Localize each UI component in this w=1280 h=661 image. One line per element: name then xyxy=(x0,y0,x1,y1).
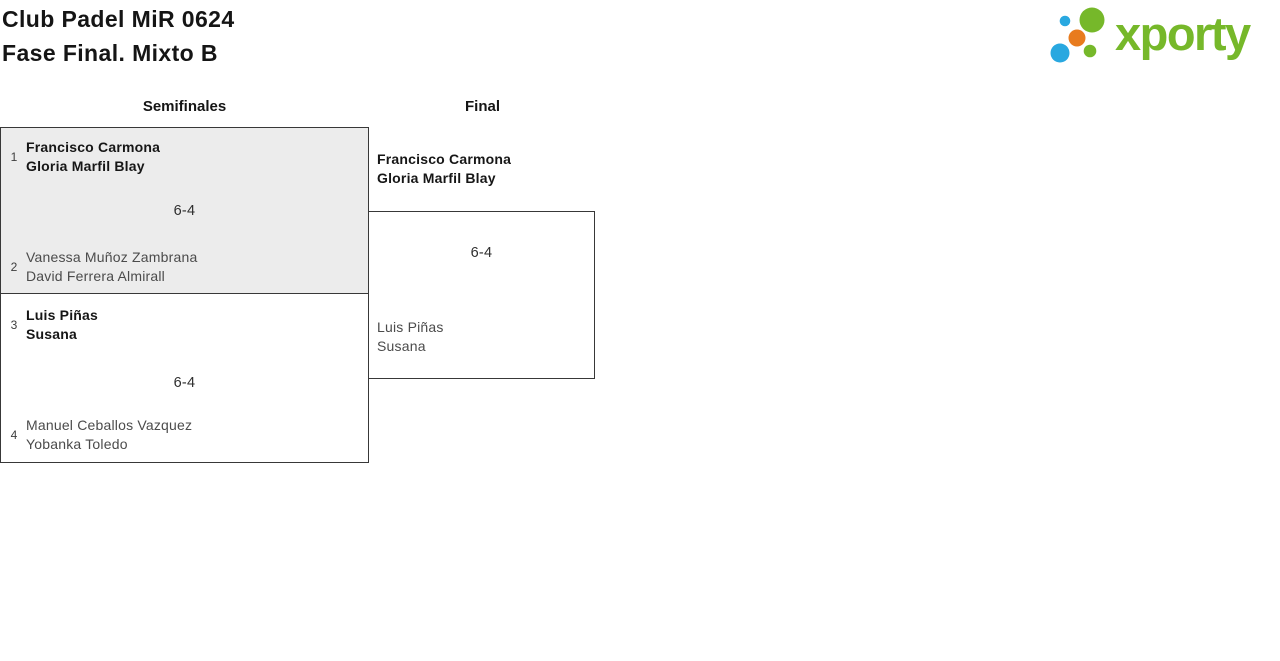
xporty-logo-text: xporty xyxy=(1115,7,1251,60)
player-name: Manuel Ceballos Vazquez xyxy=(26,417,193,433)
participant-sf1-top: 1 Francisco Carmona Gloria Marfil Blay xyxy=(5,138,160,176)
participant-sf2-bottom: 4 Manuel Ceballos Vazquez Yobanka Toledo xyxy=(5,416,192,454)
player-name: Susana xyxy=(377,338,426,354)
match-semifinal-1[interactable]: 1 Francisco Carmona Gloria Marfil Blay 6… xyxy=(0,127,369,294)
seed-number: 3 xyxy=(10,318,18,332)
pair-names-winner: Luis Piñas Susana xyxy=(26,306,98,344)
player-name: Gloria Marfil Blay xyxy=(377,170,496,186)
pair-names-loser: Manuel Ceballos Vazquez Yobanka Toledo xyxy=(26,416,192,454)
xporty-logo[interactable]: xporty xyxy=(1046,2,1251,68)
match-semifinal-2[interactable]: 3 Luis Piñas Susana 6-4 4 Manuel Ceballo… xyxy=(0,293,369,463)
tournament-name: Club Padel MiR 0624 xyxy=(2,6,235,32)
participant-sf1-bottom: 2 Vanessa Muñoz Zambrana David Ferrera A… xyxy=(5,248,198,286)
participant-final-top: Francisco Carmona Gloria Marfil Blay xyxy=(377,150,511,188)
round-header-final: Final xyxy=(464,98,500,115)
match-score: 6-4 xyxy=(173,375,196,391)
player-name: Gloria Marfil Blay xyxy=(26,158,145,174)
pair-names-loser: Vanessa Muñoz Zambrana David Ferrera Alm… xyxy=(26,248,197,286)
seed-number: 4 xyxy=(10,428,18,442)
player-name: Francisco Carmona xyxy=(26,139,161,155)
seed-number: 2 xyxy=(10,260,18,274)
player-name: Susana xyxy=(26,326,77,342)
player-name: David Ferrera Almirall xyxy=(26,268,165,284)
player-name: Francisco Carmona xyxy=(377,151,512,167)
player-name: Vanessa Muñoz Zambrana xyxy=(26,249,198,265)
participant-sf2-top: 3 Luis Piñas Susana xyxy=(5,306,98,344)
player-name: Yobanka Toledo xyxy=(26,436,128,452)
xporty-logo-mark-icon xyxy=(1050,7,1105,63)
match-score: 6-4 xyxy=(173,203,196,219)
seed-number: 1 xyxy=(10,150,18,164)
participant-final-bottom: Luis Piñas Susana xyxy=(377,318,444,356)
pair-names-winner: Francisco Carmona Gloria Marfil Blay xyxy=(26,138,160,176)
page-title: Club Padel MiR 0624 Fase Final. Mixto B xyxy=(2,2,235,70)
player-name: Luis Piñas xyxy=(26,307,99,323)
player-name: Luis Piñas xyxy=(377,319,444,335)
match-final[interactable]: 6-4 xyxy=(368,211,595,379)
phase-name: Fase Final. Mixto B xyxy=(2,40,218,66)
round-header-semifinales: Semifinales xyxy=(142,98,227,115)
match-score: 6-4 xyxy=(470,245,493,261)
